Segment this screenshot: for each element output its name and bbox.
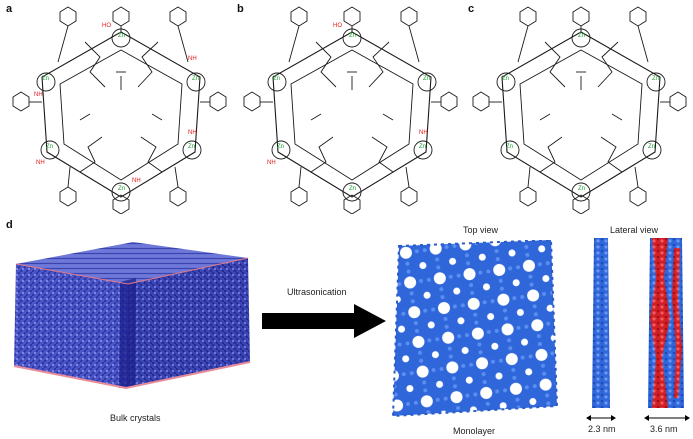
bulk-crystals-render [13,242,251,390]
zinc-label-b6: Zn [349,186,357,192]
panel-label-a: a [6,3,13,15]
lateral-view-thin-layer [592,238,610,408]
amine-label-b1: NH [419,130,428,136]
thickness-label-1: 2.3 nm [588,424,616,434]
zinc-label-b1: Zn [349,33,357,39]
zinc-label-c5: Zn [506,144,514,150]
zinc-label-a4: Zn [188,144,196,150]
bulk-crystals-caption: Bulk crystals [110,413,161,423]
top-view-label: Top view [463,225,499,235]
zinc-label-b4: Zn [419,144,427,150]
zinc-label-c4: Zn [648,144,656,150]
zinc-label-b2: Zn [423,76,431,82]
macrocycle-structure-c [472,6,687,214]
macrocycle-structure-b [243,6,458,214]
amine-label-a3: NH [188,130,197,136]
amine-label-a1: NH [188,56,197,62]
amine-label-a5: NH [132,178,141,184]
zinc-label-a6: Zn [118,186,126,192]
thickness-arrow-1 [586,415,616,421]
monolayer-caption: Monolayer [453,426,496,436]
lateral-view-label: Lateral view [610,225,659,235]
zinc-label-a3: Zn [42,76,50,82]
amine-label-a2: NH [34,92,43,98]
zinc-label-b5: Zn [277,144,285,150]
amine-label-a4: NH [36,160,45,166]
zinc-label-a1: Zn [118,33,126,39]
thickness-label-2: 3.6 nm [650,424,678,434]
zinc-label-c3: Zn [502,76,510,82]
zinc-label-b3: Zn [273,76,281,82]
ultrasonication-label: Ultrasonication [287,287,347,297]
zinc-label-c1: Zn [578,33,586,39]
right-arrow-icon [262,304,386,338]
thickness-arrow-2 [644,415,690,421]
zinc-label-a2: Zn [192,76,200,82]
monolayer-top-view-render [391,240,559,418]
zinc-label-c2: Zn [652,76,660,82]
zinc-label-a5: Zn [46,144,54,150]
panel-label-c: c [468,3,475,15]
hydroxyl-label-b1: HO [333,23,342,29]
hydroxyl-label-a1: HO [102,23,111,29]
panel-label-b: b [237,3,244,15]
lateral-view-thick-layer [648,238,684,408]
amine-label-b2: NH [267,160,276,166]
zinc-label-c6: Zn [578,186,586,192]
panel-label-d: d [6,219,13,231]
macrocycle-structure-a [12,6,227,214]
